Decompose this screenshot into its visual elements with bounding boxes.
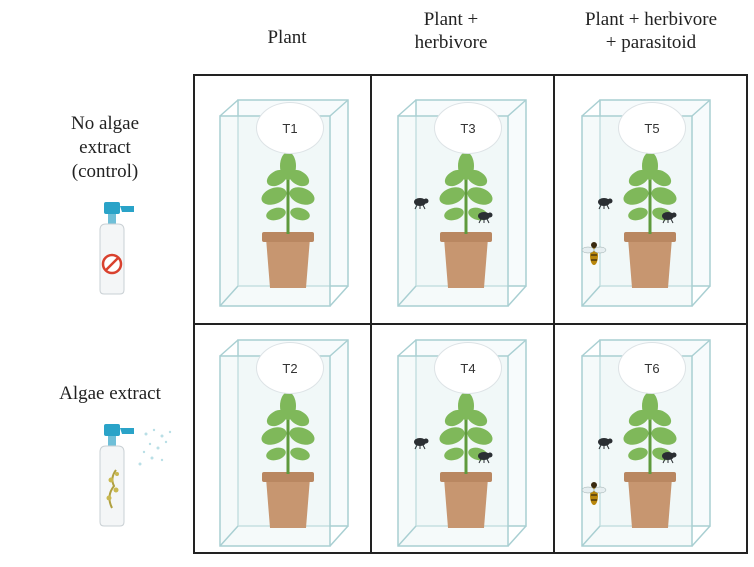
row-label-line: Algae extract: [59, 383, 161, 404]
column-header-line: + parasitoid: [605, 32, 697, 53]
row-label-line: (control): [71, 161, 139, 182]
grid-divider: [553, 74, 555, 554]
column-header-plant: Plant: [232, 26, 342, 49]
cell-t2: T2: [198, 318, 376, 563]
treatment-grid: [193, 74, 748, 554]
column-header-line: Plant +: [423, 9, 479, 30]
cell-t5: T5: [560, 78, 738, 323]
column-header-line: Plant: [267, 27, 307, 48]
no-extract-spray-bottle-icon: [99, 202, 134, 295]
cell-t6: T6: [560, 318, 738, 563]
algae-spray-bottle-icon: [99, 424, 172, 527]
column-header-plant-herbivore-parasitoid: Plant + herbivore + parasitoid: [556, 8, 746, 54]
row-label-control: No algae extract (control): [40, 112, 170, 184]
cell-t4: T4: [376, 318, 554, 563]
row-label-line: extract: [79, 137, 131, 158]
treatment-label: T3: [434, 102, 502, 154]
treatment-label: T6: [618, 342, 686, 394]
cell-t3: T3: [376, 78, 554, 323]
row-label-line: No algae: [70, 113, 140, 134]
column-header-plant-herbivore: Plant + herbivore: [386, 8, 516, 54]
grid-divider: [193, 323, 748, 325]
treatment-label: T2: [256, 342, 324, 394]
grid-divider: [370, 74, 372, 554]
treatment-label: T1: [256, 102, 324, 154]
cell-t1: T1: [198, 78, 376, 323]
treatment-label: T5: [618, 102, 686, 154]
column-header-line: herbivore: [414, 32, 488, 53]
plant-cage-illustration: [219, 99, 349, 307]
column-header-line: Plant + herbivore: [584, 9, 718, 30]
plant-cage-illustration: [397, 339, 527, 547]
row-label-algae-extract: Algae extract: [40, 382, 180, 406]
treatment-label: T4: [434, 342, 502, 394]
